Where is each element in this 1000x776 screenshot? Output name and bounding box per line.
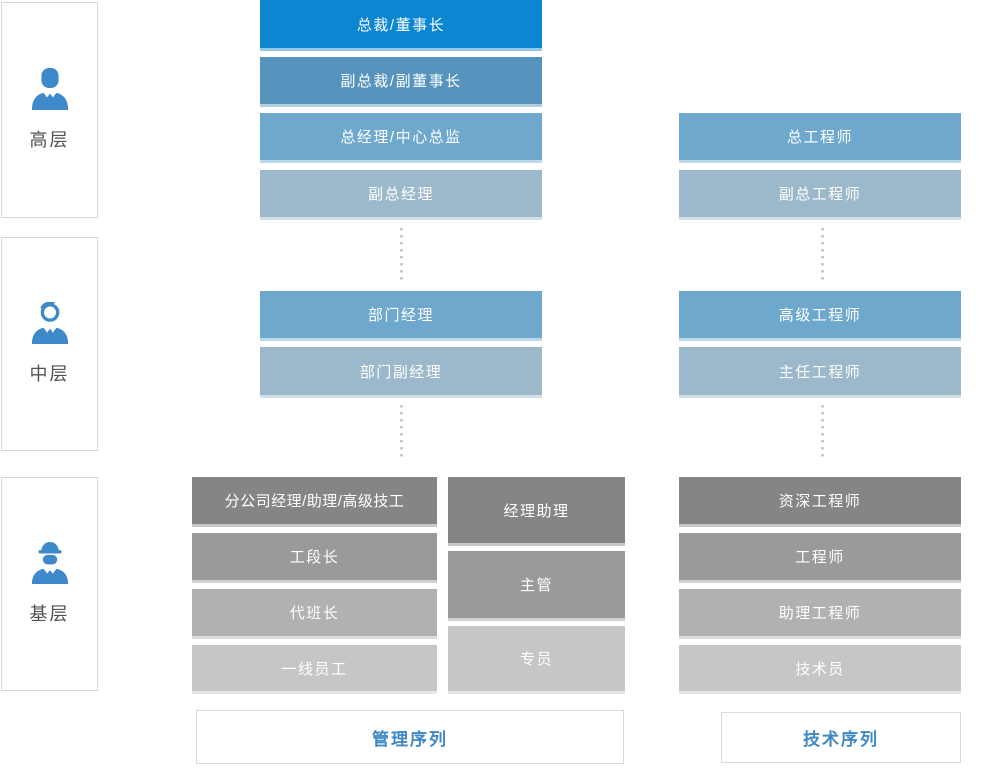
box-deputy-department-manager: 部门副经理 [260, 347, 542, 398]
level-box-base: 基层 [1, 477, 98, 691]
box-chief-engineer: 总工程师 [679, 113, 961, 163]
dotted-connector [400, 405, 403, 461]
box-principal-engineer: 主任工程师 [679, 347, 961, 398]
worker-icon [31, 542, 68, 584]
box-section-chief: 工段长 [192, 533, 437, 583]
box-president-chairman: 总裁/董事长 [260, 0, 542, 51]
box-general-manager: 总经理/中心总监 [260, 113, 542, 163]
box-veteran-engineer: 资深工程师 [679, 477, 961, 527]
level-box-senior: 高层 [1, 2, 98, 218]
box-manager-assistant: 经理助理 [448, 477, 625, 546]
box-deputy-general-manager: 副总经理 [260, 170, 542, 220]
box-supervisor: 主管 [448, 551, 625, 621]
box-vice-president: 副总裁/副董事长 [260, 57, 542, 107]
box-specialist: 专员 [448, 626, 625, 694]
level-label: 基层 [29, 604, 70, 624]
box-deputy-chief-engineer: 副总工程师 [679, 170, 961, 220]
middle-manager-icon [31, 302, 68, 344]
level-label: 中层 [29, 364, 70, 384]
footer-technical-sequence: 技术序列 [721, 712, 961, 763]
box-assistant-engineer: 助理工程师 [679, 589, 961, 639]
dotted-connector [821, 405, 824, 461]
level-box-middle: 中层 [1, 237, 98, 451]
box-senior-engineer: 高级工程师 [679, 291, 961, 341]
dotted-connector [821, 228, 824, 280]
box-frontline-worker: 一线员工 [192, 645, 437, 694]
dotted-connector [400, 228, 403, 280]
box-technician: 技术员 [679, 645, 961, 694]
executive-icon [31, 68, 68, 110]
box-department-manager: 部门经理 [260, 291, 542, 341]
box-branch-manager-assistant-senior-technician: 分公司经理/助理/高级技工 [192, 477, 437, 527]
box-engineer: 工程师 [679, 533, 961, 583]
footer-management-sequence: 管理序列 [196, 710, 624, 764]
box-shift-leader: 代班长 [192, 589, 437, 639]
level-label: 高层 [29, 130, 70, 150]
